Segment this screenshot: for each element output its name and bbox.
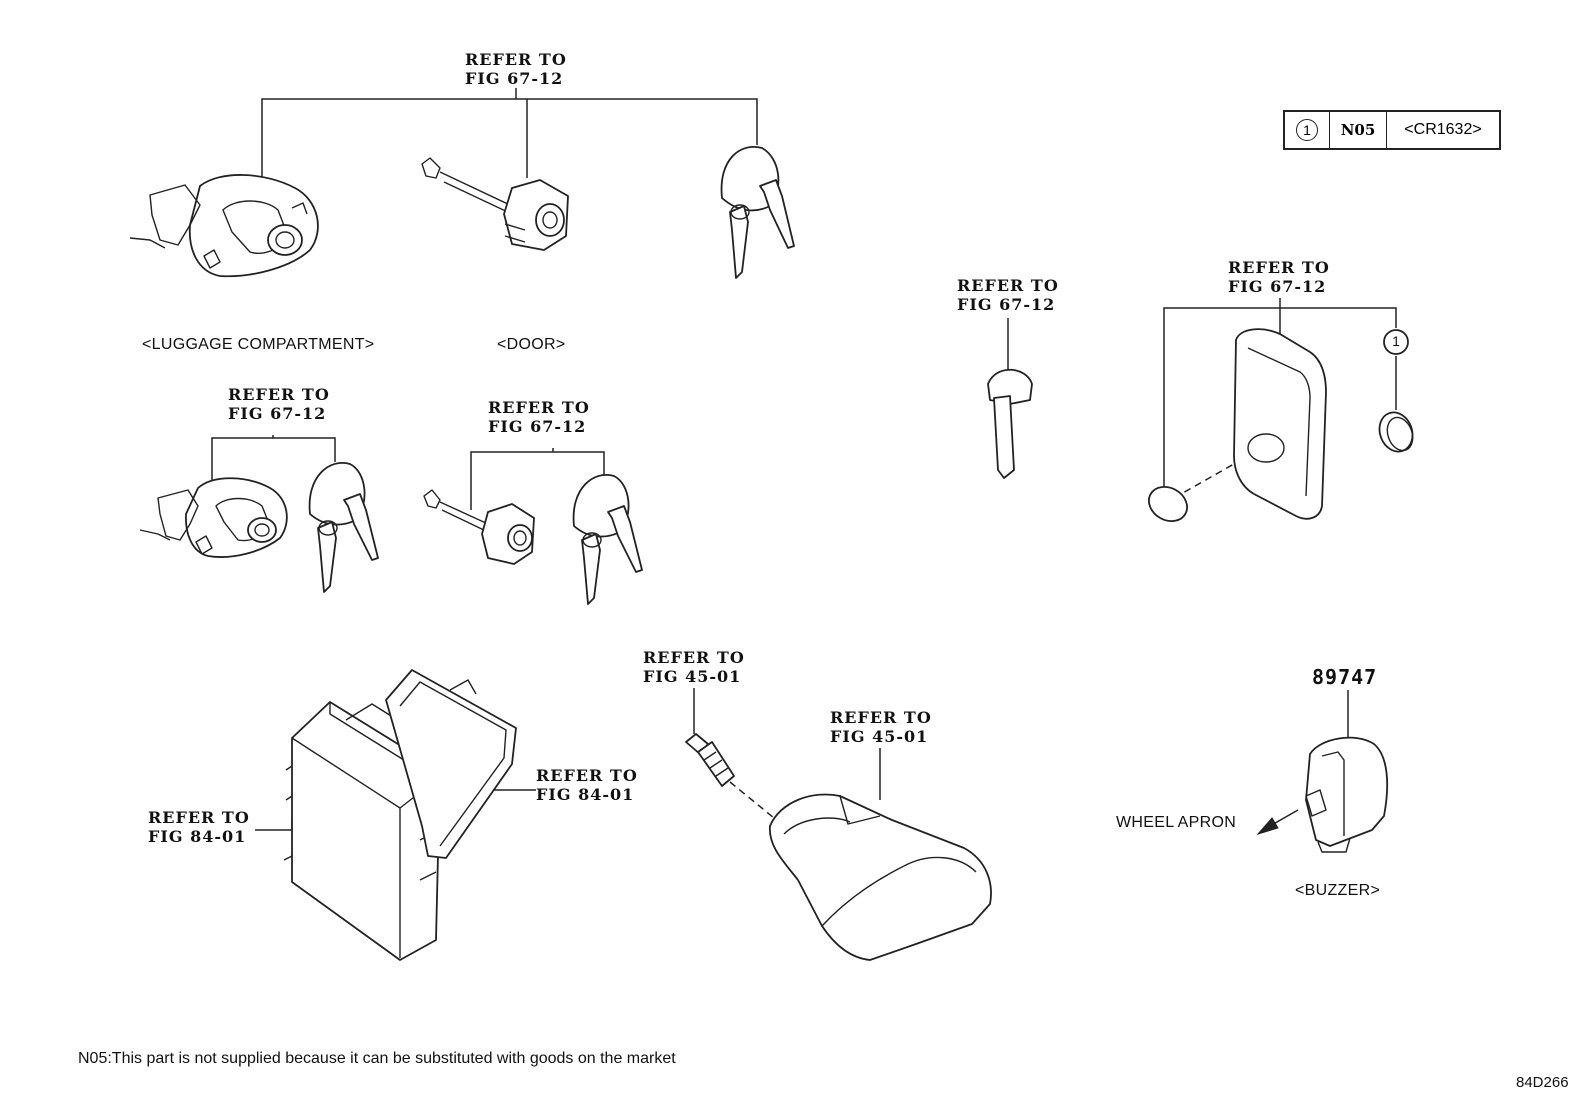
leader-lines-buzzer bbox=[1256, 690, 1349, 835]
key-pair-mid-left bbox=[308, 462, 379, 593]
callout-number: 1 bbox=[1392, 333, 1400, 349]
leader-lines-top-group bbox=[261, 88, 758, 190]
leader-lines-smart-key bbox=[1163, 298, 1397, 499]
legend-table: 1 N05 <CR1632> bbox=[1283, 110, 1501, 150]
door-lock-cylinder-top bbox=[421, 157, 569, 251]
steering-column-cover bbox=[769, 793, 992, 961]
footnote: N05:This part is not supplied because it… bbox=[78, 1050, 676, 1067]
caption-buzzer: <BUZZER> bbox=[1295, 882, 1381, 899]
coin-battery-cr1632 bbox=[1378, 411, 1414, 453]
leader-lines-mid-left bbox=[211, 435, 336, 485]
key-pair-mid-center bbox=[572, 474, 643, 605]
smart-key-fob bbox=[1233, 328, 1327, 520]
caption-luggage-compartment: <LUGGAGE COMPARTMENT> bbox=[142, 336, 375, 353]
leader-lines-column bbox=[693, 688, 881, 837]
door-lock-cylinder-mid bbox=[423, 489, 535, 565]
legend-description: <CR1632> bbox=[1404, 121, 1482, 138]
legend-code: N05 bbox=[1330, 112, 1387, 148]
key-pair-top bbox=[720, 146, 795, 279]
key-battery-cover bbox=[1148, 486, 1188, 522]
legend-symbol-cell: 1 bbox=[1285, 112, 1330, 148]
caption-wheel-apron: WHEEL APRON bbox=[1116, 814, 1237, 831]
ecu-cover-plate bbox=[385, 669, 517, 859]
luggage-lock-cylinder-top bbox=[129, 174, 319, 278]
luggage-lock-cylinder-mid bbox=[139, 477, 288, 558]
leader-lines-mid-center bbox=[470, 448, 605, 510]
buzzer-part bbox=[1305, 736, 1389, 853]
part-number-buzzer: 89747 bbox=[1312, 665, 1378, 689]
diagram-code: 84D266 bbox=[1516, 1074, 1569, 1091]
callout-circle-1 bbox=[1383, 329, 1409, 355]
key-blank bbox=[987, 368, 1033, 479]
legend-symbol: 1 bbox=[1296, 119, 1318, 141]
ecu-module bbox=[283, 701, 441, 961]
sensor-bolt bbox=[685, 733, 735, 787]
caption-door: <DOOR> bbox=[497, 336, 566, 353]
